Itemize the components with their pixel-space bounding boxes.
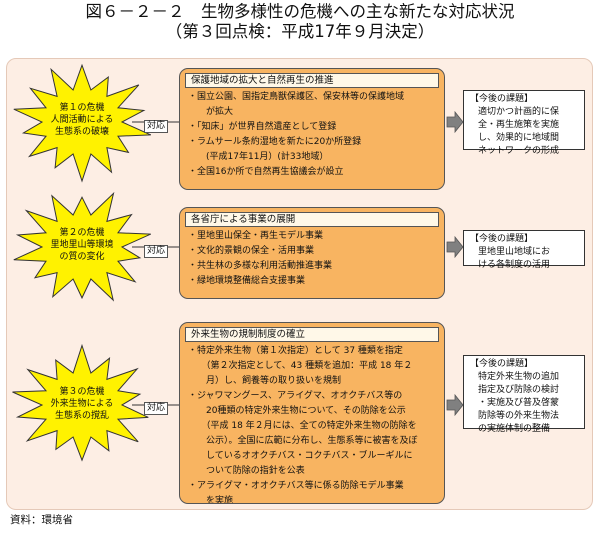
crisis-star-3 (12, 343, 149, 462)
crisis-star-1 (13, 63, 152, 183)
connector-label-1: 対応 (144, 120, 169, 133)
crisis-star-2 (13, 191, 152, 302)
list-item: ・全国16か所で自然再生協議会が設立 (188, 167, 344, 177)
crisis-label-1: 第１の危機 人間活動による 生態系の破壊 (50, 103, 114, 137)
response-list-1: ・国立公園、国指定鳥獣保護区、保安林等の保護地域 が拡大・「知床」が世界自然遺産… (180, 90, 444, 180)
crisis-label-3: 第３の危機 外来生物による 生態系の撹乱 (50, 387, 114, 421)
response-box-head-3: 外来生物の規制制度の確立 (185, 327, 439, 342)
future-box-2: 【今後の課題】 里地里山地域における各制度の活用 (463, 230, 585, 270)
list-item: ・「知床」が世界自然遺産として登録 (188, 122, 337, 132)
response-box-2: 各省庁による事業の展開 ・里地里山保全・再生モデル事業・文化的景観の保全・活用事… (179, 207, 445, 299)
future-body-1: 適切かつ計画的に保全・再生施策を実施し、効果的に地域間ネットワークの形成 (478, 107, 560, 156)
connector-label-3: 対応 (144, 402, 169, 415)
list-item: ・文化的景観の保全・活用事業 (188, 246, 315, 256)
response-box-1: 保護地域の拡大と自然再生の推進 ・国立公園、国指定鳥獣保護区、保安林等の保護地域… (179, 68, 445, 190)
arrow-right-icon (446, 235, 464, 259)
list-item: ・里地里山保全・再生モデル事業 (188, 231, 324, 241)
response-box-head-2: 各省庁による事業の展開 (185, 212, 439, 227)
list-item: ・緑地環境整備総合支援事業 (188, 276, 306, 286)
future-body-3: 特定外来生物の追加指定及び防除の検討・実施及び普及啓蒙防除等の外来生物法の実施体… (478, 372, 560, 434)
list-item: ・特定外来生物（第１次指定）として 37 種類を指定 （第２次指定として、43 … (188, 346, 413, 386)
list-item: ・国立公園、国指定鳥獣保護区、保安林等の保護地域 が拡大 (188, 92, 405, 117)
future-body-2: 里地里山地域における各制度の活用 (478, 247, 551, 270)
future-box-1: 【今後の課題】 適切かつ計画的に保全・再生施策を実施し、効果的に地域間ネットワー… (463, 90, 585, 156)
crisis-label-2: 第２の危機 里地里山等環境 の質の変化 (50, 228, 114, 262)
connector-label-2: 対応 (144, 245, 169, 258)
arrow-right-icon (446, 393, 464, 417)
list-item: ・ジャワマングース、アライグマ、オオクチバス等の 20種類の特定外来生物について… (188, 391, 418, 476)
figure-subtitle: （第３回点検：平成17年９月決定） (165, 22, 435, 41)
response-list-2: ・里地里山保全・再生モデル事業・文化的景観の保全・活用事業・共生林の多様な利用活… (180, 229, 444, 289)
figure-title: 図６－２－２ 生物多様性の危機への主な新たな対応状況 (85, 2, 515, 21)
source-note: 資料：環境省 (10, 514, 73, 526)
list-item: ・アライグマ・オオクチバス等に係る防除モデル事業 を実施 (188, 481, 404, 504)
response-list-3: ・特定外来生物（第１次指定）として 37 種類を指定 （第２次指定として、43 … (180, 344, 444, 504)
future-head-1: 【今後の課題】 (470, 94, 534, 104)
future-head-3: 【今後の課題】 (470, 359, 534, 369)
future-head-2: 【今後の課題】 (470, 234, 534, 244)
arrow-right-icon (446, 110, 464, 134)
future-box-3: 【今後の課題】 特定外来生物の追加指定及び防除の検討・実施及び普及啓蒙防除等の外… (463, 355, 585, 434)
response-box-head-1: 保護地域の拡大と自然再生の推進 (185, 73, 439, 88)
list-item: ・共生林の多様な利用活動推進事業 (188, 261, 333, 271)
list-item: ・ラムサール条約湿地を新たに20か所登録 (平成17年11月）(計33地域） (188, 137, 362, 162)
response-box-3: 外来生物の規制制度の確立 ・特定外来生物（第１次指定）として 37 種類を指定 … (179, 322, 445, 504)
